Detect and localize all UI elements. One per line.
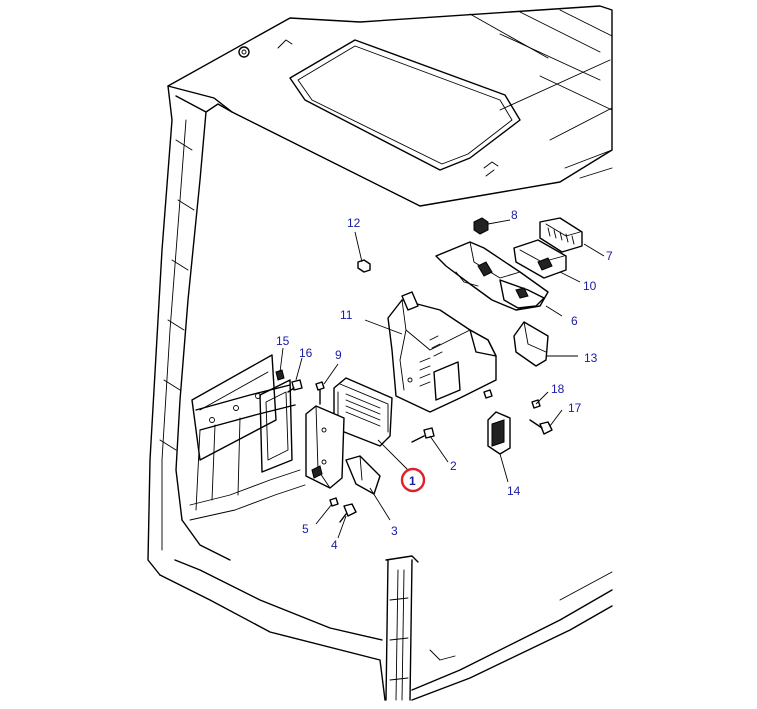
module-part — [513, 239, 567, 279]
nut-part — [357, 259, 371, 273]
leader-lines — [279, 219, 605, 539]
callout-11: 11 — [340, 308, 353, 322]
callout-7: 7 — [606, 249, 613, 263]
callout-10: 10 — [583, 279, 597, 293]
callout-3: 3 — [391, 524, 398, 538]
console-cover-part — [387, 291, 497, 413]
switch-part — [539, 217, 583, 253]
callout-14: 14 — [507, 484, 521, 498]
callout-9: 9 — [335, 348, 342, 362]
callout-1: 1 — [409, 474, 416, 488]
cab-frame — [147, 5, 613, 701]
mounting-bracket-part — [305, 405, 381, 495]
callout-12: 12 — [347, 216, 361, 230]
upper-bracket-part — [435, 241, 549, 311]
callout-5: 5 — [302, 522, 309, 536]
callout-13: 13 — [584, 351, 598, 365]
callout-17: 17 — [568, 401, 582, 415]
callout-15: 15 — [276, 334, 290, 348]
callout-8: 8 — [511, 208, 518, 222]
callout-4: 4 — [331, 538, 338, 552]
highlight-ring — [400, 467, 426, 493]
socket-part — [487, 411, 511, 455]
nut-part — [473, 217, 489, 235]
callout-18: 18 — [551, 382, 565, 396]
callout-6: 6 — [571, 314, 578, 328]
callout-2: 2 — [450, 459, 457, 473]
fasteners — [275, 369, 553, 523]
callout-labels: 12 8 7 10 6 11 13 15 16 9 18 17 2 14 3 5… — [276, 208, 613, 552]
side-cover-part — [513, 321, 549, 367]
callout-16: 16 — [299, 346, 313, 360]
